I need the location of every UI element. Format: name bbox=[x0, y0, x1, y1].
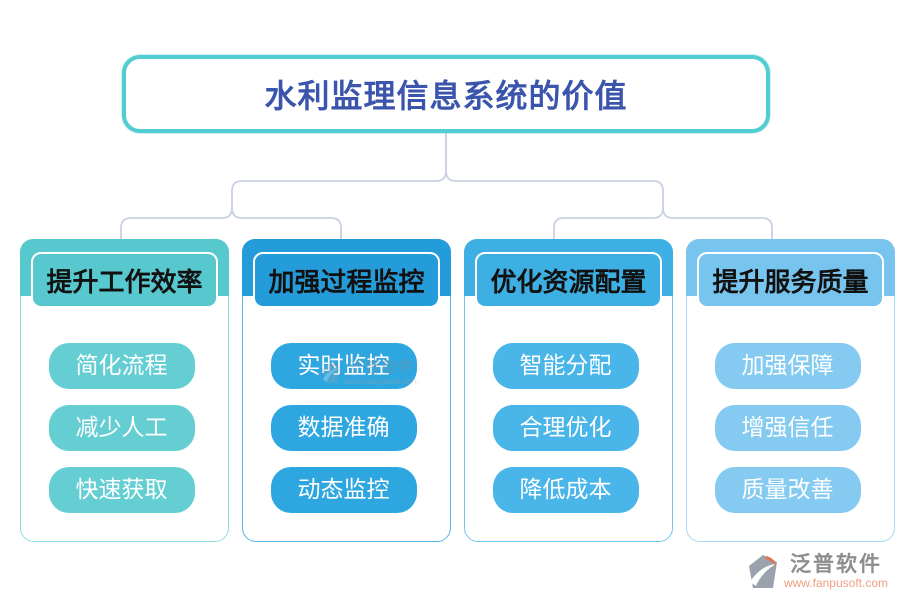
sub-item-label: 智能分配 bbox=[492, 343, 639, 389]
sub-item-pill: 增强信任 bbox=[714, 405, 867, 451]
brand-name-text: 泛普软件 bbox=[789, 553, 882, 576]
sub-item-label: 简化流程 bbox=[48, 343, 195, 389]
sub-item-label: 快速获取 bbox=[48, 467, 195, 513]
sub-item-pill: 快速获取 bbox=[48, 467, 201, 513]
sub-item-label: 合理优化 bbox=[492, 405, 639, 451]
sub-item-pill: 合理优化 bbox=[492, 405, 645, 451]
diagram-title: 水利监理信息系统的价值 bbox=[264, 78, 628, 114]
branch-header: 提升服务质量 bbox=[697, 252, 884, 308]
brand-logo: 泛普软件 www.fanpusoft.com bbox=[742, 552, 888, 592]
branch-columns: 提升工作效率 简化流程减少人工快速获取 加强过程监控 实时监控数据准确动态监控 … bbox=[20, 239, 895, 542]
branch-items: 加强保障增强信任质量改善 bbox=[687, 343, 894, 529]
branch-column: 提升工作效率 简化流程减少人工快速获取 bbox=[20, 239, 229, 542]
branch-column: 优化资源配置 智能分配合理优化降低成本 bbox=[464, 239, 673, 542]
sub-item-pill: 降低成本 bbox=[492, 467, 645, 513]
branch-column: 提升服务质量 加强保障增强信任质量改善 bbox=[686, 239, 895, 542]
sub-item-label: 质量改善 bbox=[714, 467, 861, 513]
sub-item-pill: 质量改善 bbox=[714, 467, 867, 513]
root-node: 水利监理信息系统的价值 bbox=[122, 55, 770, 133]
sub-item-pill: 实时监控 bbox=[270, 343, 423, 389]
sub-item-label: 动态监控 bbox=[270, 467, 417, 513]
sub-item-label: 增强信任 bbox=[714, 405, 861, 451]
branch-column: 加强过程监控 实时监控数据准确动态监控 bbox=[242, 239, 451, 542]
sub-item-pill: 智能分配 bbox=[492, 343, 645, 389]
sub-item-pill: 数据准确 bbox=[270, 405, 423, 451]
sub-item-label: 减少人工 bbox=[48, 405, 195, 451]
branch-items: 智能分配合理优化降低成本 bbox=[465, 343, 672, 529]
sub-item-pill: 加强保障 bbox=[714, 343, 867, 389]
branch-items: 实时监控数据准确动态监控 bbox=[243, 343, 450, 529]
branch-header-label: 提升服务质量 bbox=[712, 267, 869, 297]
sub-item-label: 数据准确 bbox=[270, 405, 417, 451]
branch-header-label: 优化资源配置 bbox=[490, 267, 647, 297]
branch-header-label: 加强过程监控 bbox=[268, 267, 425, 297]
branch-header: 提升工作效率 bbox=[31, 252, 218, 308]
sub-item-label: 实时监控 bbox=[270, 343, 417, 389]
branch-items: 简化流程减少人工快速获取 bbox=[21, 343, 228, 529]
sub-item-pill: 减少人工 bbox=[48, 405, 201, 451]
branch-header: 优化资源配置 bbox=[475, 252, 662, 308]
fanpu-logo-icon bbox=[748, 555, 777, 588]
sub-item-pill: 动态监控 bbox=[270, 467, 423, 513]
sub-item-pill: 简化流程 bbox=[48, 343, 201, 389]
sub-item-label: 降低成本 bbox=[492, 467, 639, 513]
branch-header-label: 提升工作效率 bbox=[46, 267, 203, 297]
branch-header: 加强过程监控 bbox=[253, 252, 440, 308]
sub-item-label: 加强保障 bbox=[714, 343, 861, 389]
brand-url-text: www.fanpusoft.com bbox=[783, 576, 888, 590]
